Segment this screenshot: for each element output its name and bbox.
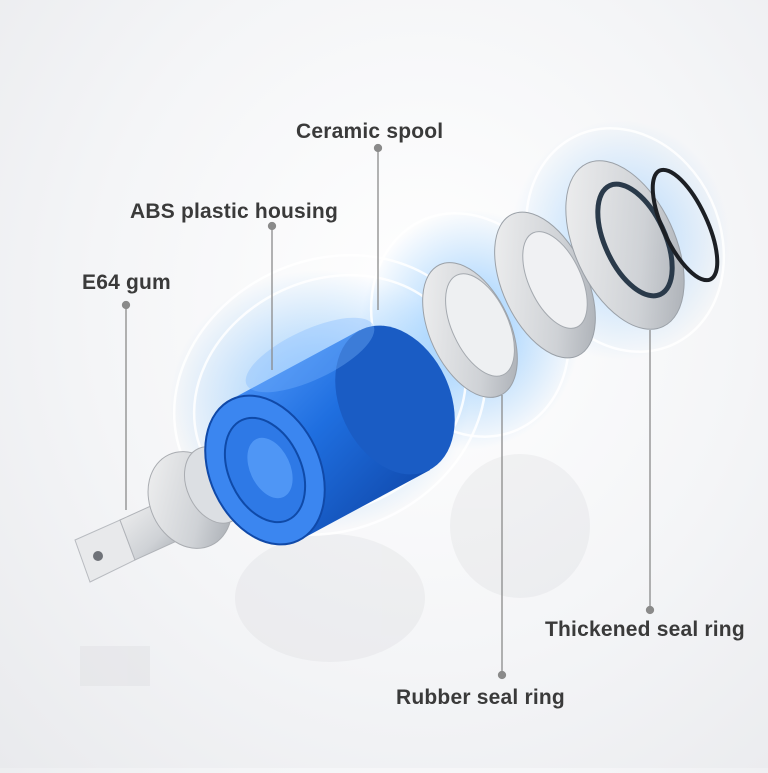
label-e64-gum: E64 gum bbox=[82, 271, 171, 294]
thickened-seal-ring bbox=[565, 160, 720, 330]
label-ceramic-spool: Ceramic spool bbox=[296, 120, 444, 143]
abs-plastic-housing bbox=[204, 317, 455, 546]
label-abs-plastic-housing: ABS plastic housing bbox=[130, 200, 338, 223]
rubber-seal-ring bbox=[494, 211, 596, 359]
ceramic-spool bbox=[422, 262, 518, 398]
label-thickened-seal-ring: Thickened seal ring bbox=[545, 618, 745, 641]
floor-reflection bbox=[80, 454, 590, 686]
leader-lines bbox=[121, 143, 655, 680]
label-rubber-seal-ring: Rubber seal ring bbox=[396, 686, 565, 709]
